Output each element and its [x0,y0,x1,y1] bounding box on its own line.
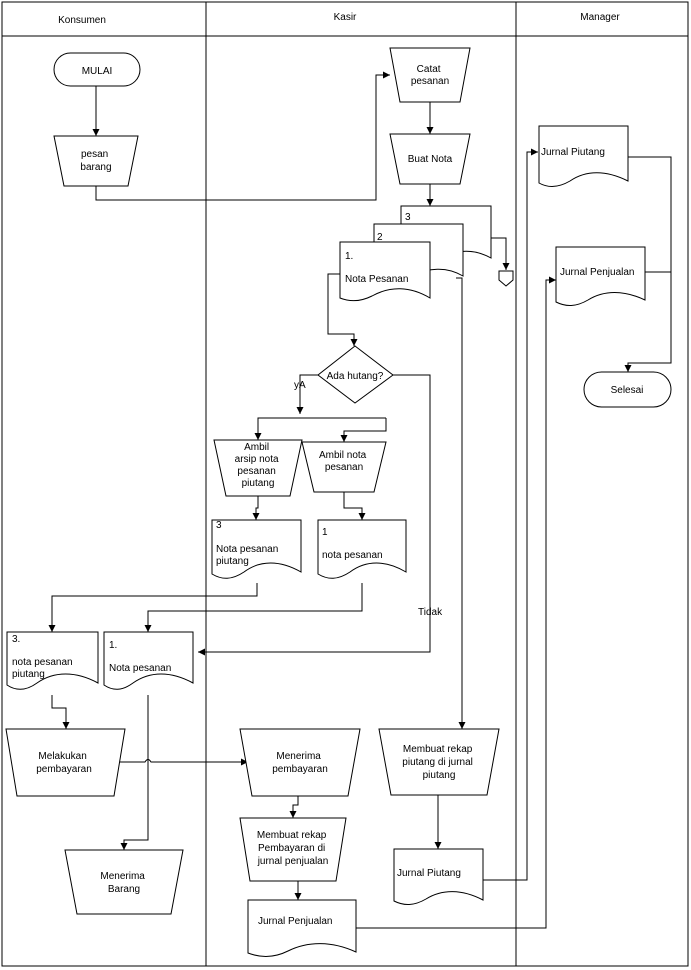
doc-jurnal-piutang-kasir [393,848,484,905]
menerima-pembayaran-label: Menerima pembayaran [272,751,328,775]
manual-op-rekap-pembayaran [239,817,347,882]
doc-label: Jurnal Penjualan [560,267,635,278]
rekap-piutang-label: Membuat rekap piutang di jurnal piutang [402,744,475,781]
start-label: MULAI [82,66,113,77]
doc-label: Jurnal Piutang [541,147,605,158]
branch-label-ya: yA [294,380,306,391]
manual-op-pesan-barang [53,135,139,187]
doc-label: Nota pesanan [109,663,171,674]
lane-header-manager: Manager [580,12,620,23]
start-terminator [53,52,141,87]
manual-op-ambil-nota [301,441,387,493]
melakukan-pembayaran-label: Melakukan pembayaran [36,751,92,775]
manual-op-melakukan-pembayaran [5,728,126,797]
manual-op-menerima-barang [64,849,184,915]
manual-op-menerima-pembayaran [239,728,361,797]
doc-number: 3 [216,520,222,531]
manual-op-ambil-arsip [213,439,303,497]
ambil-arsip-label: Ambil arsip nota pesanan piutang [235,442,282,489]
doc-label: Nota Pesanan [345,274,408,285]
doc-nota-pesanan-konsumen [103,631,194,690]
manual-op-buat-nota [389,133,471,185]
end-terminator [583,371,672,408]
copy-number: 2 [377,232,383,243]
doc-jurnal-penjualan-manager [555,246,646,306]
decision-label: Ada hutang? [327,371,384,382]
doc-nota-pesanan-piutang-kasir [211,519,302,579]
buat-nota-label: Buat Nota [408,154,453,165]
copy-number: 1. [345,251,353,262]
pesan-barang-label: pesan barang [80,149,111,173]
ambil-nota-label: Ambil nota pesanan [319,450,369,473]
decision-ada-hutang [317,345,394,404]
connectors [48,71,672,929]
doc-label: Jurnal Piutang [397,868,461,879]
lane-header-konsumen: Konsumen [58,15,106,26]
doc-number: 3. [12,634,20,645]
doc-nota-pesanan-multicopy [339,241,431,302]
catat-pesanan-label: Catat pesanan [411,64,449,87]
rekap-pembayaran-label: Membuat rekap Pembayaran di jurnal penju… [257,830,329,867]
copy-number: 3 [405,212,411,223]
doc-label: Jurnal Penjualan [258,916,333,927]
doc-number: 1. [109,640,117,651]
off-page-connector [498,270,514,287]
doc-jurnal-penjualan-kasir [247,899,357,957]
doc-label: nota pesanan [322,550,383,561]
doc-nota-pesanan-kasir [317,519,407,579]
manual-op-catat-pesanan [389,47,471,103]
doc-label: Nota pesanan piutang [216,544,281,567]
lane-header-kasir: Kasir [334,12,357,23]
doc-jurnal-piutang-manager [538,125,629,187]
menerima-barang-label: Menerima Barang [100,871,147,895]
doc-nota-pesanan-piutang-konsumen [6,631,99,690]
doc-number: 1 [322,527,328,538]
manual-op-rekap-piutang [378,728,500,796]
branch-label-tidak: Tidak [418,607,443,618]
end-label: Selesai [611,385,644,396]
doc-label: nota pesanan piutang [12,657,75,680]
